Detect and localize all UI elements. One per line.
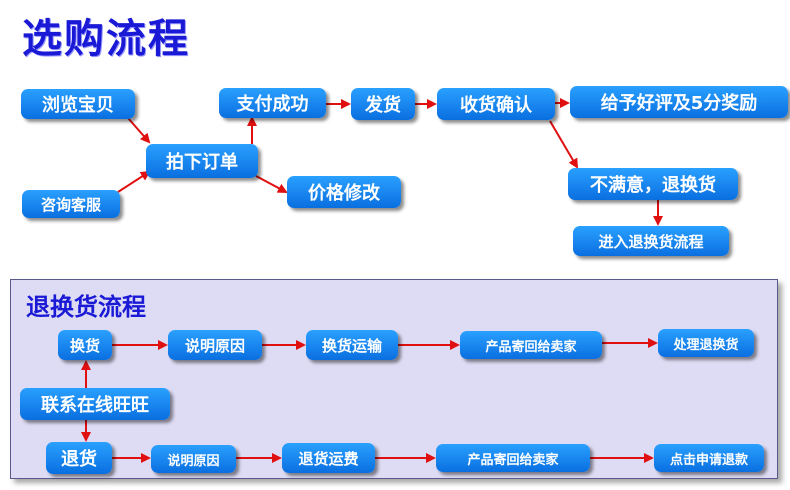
node-pay-success: 支付成功 [219, 88, 326, 118]
page-title: 选购流程 [22, 15, 190, 62]
returns-panel [10, 279, 778, 479]
rf-node-apply-refund: 点击申请退款 [654, 444, 764, 472]
node-place-order: 拍下订单 [146, 144, 258, 178]
arrow-order-to-price [255, 175, 288, 193]
ex-node-process: 处理退换货 [658, 329, 754, 357]
rf-node-refund: 退货 [46, 442, 112, 474]
node-confirm-receipt: 收货确认 [437, 88, 555, 120]
ex-node-reason: 说明原因 [168, 330, 262, 360]
node-positive-review: 给予好评及5分奖励 [570, 86, 788, 118]
returns-title: 退换货流程 [26, 293, 146, 321]
ex-node-exchange: 换货 [58, 330, 112, 360]
node-enter-return: 进入退换货流程 [573, 226, 729, 256]
arrow-confirm-to-unsatisfied [549, 120, 579, 169]
node-unsatisfied: 不满意，退换货 [568, 168, 738, 200]
ex-node-shipping: 换货运输 [306, 330, 398, 360]
node-ship: 发货 [351, 88, 415, 120]
node-consult: 咨询客服 [22, 190, 120, 218]
arrow-consult-to-order [117, 170, 151, 193]
rf-node-reason: 说明原因 [151, 445, 236, 473]
node-price-modify: 价格修改 [287, 176, 401, 208]
rf-node-freight: 退货运费 [282, 443, 375, 473]
rf-node-return-to-seller: 产品寄回给卖家 [436, 444, 590, 472]
ex-node-return-to-seller: 产品寄回给卖家 [460, 331, 602, 359]
arrow-browse-to-order [127, 117, 151, 144]
node-contact: 联系在线旺旺 [20, 388, 170, 420]
node-browse: 浏览宝贝 [21, 89, 135, 119]
